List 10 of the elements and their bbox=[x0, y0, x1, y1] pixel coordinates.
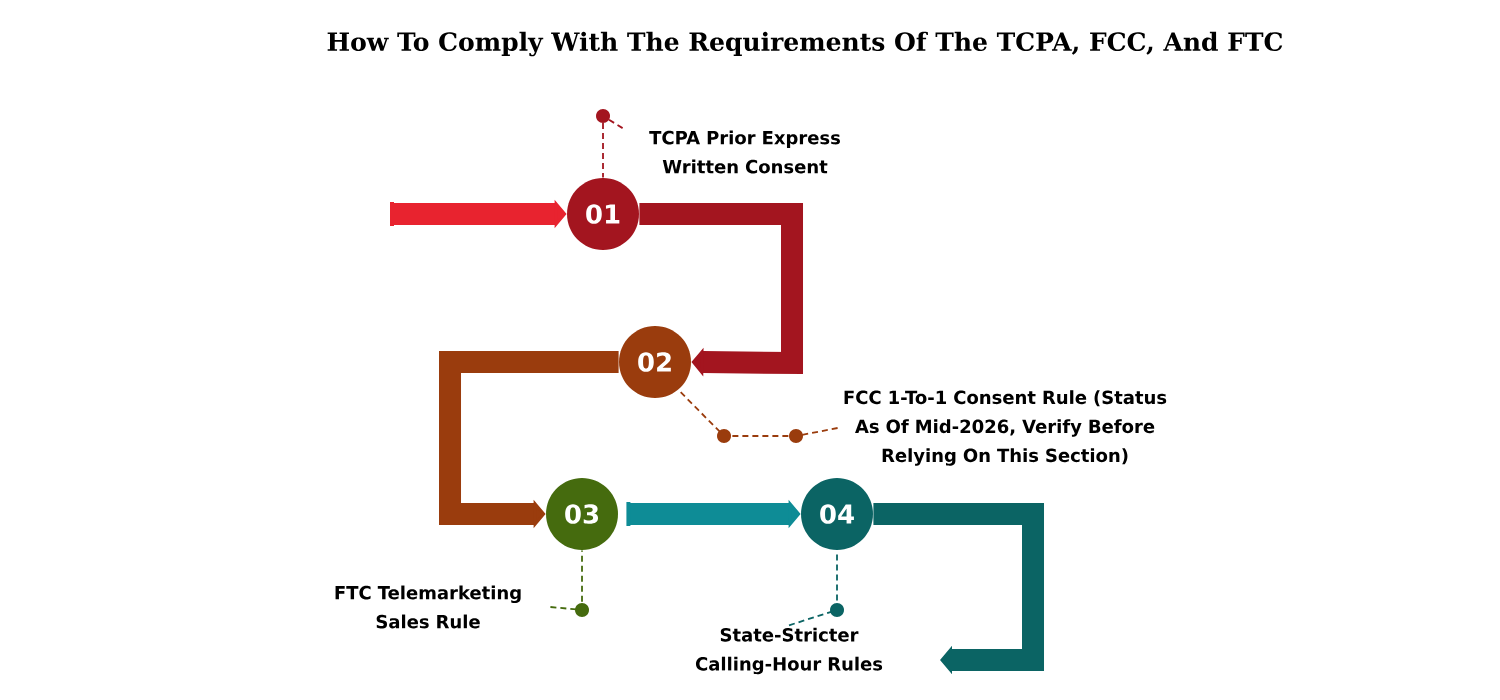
leader-line bbox=[549, 549, 589, 617]
step-label: TCPA Prior Express Written Consent bbox=[649, 130, 840, 174]
title: How To Comply With The Requirements Of The TCPA, FCC, And FTC bbox=[327, 31, 1283, 57]
step-label: FTC Telemarketing Sales Rule bbox=[335, 585, 521, 629]
leader-line bbox=[677, 389, 839, 443]
leader-line bbox=[596, 109, 624, 179]
ribbon-arrow bbox=[639, 203, 803, 377]
step-label: FCC 1-To-1 Consent Rule (Status As Of Mid-2026, Verify Before Relying On This Section) bbox=[844, 390, 1167, 466]
ribbon-arrow bbox=[873, 503, 1044, 675]
step-label: State-Stricter Calling-Hour Rules bbox=[695, 627, 883, 675]
